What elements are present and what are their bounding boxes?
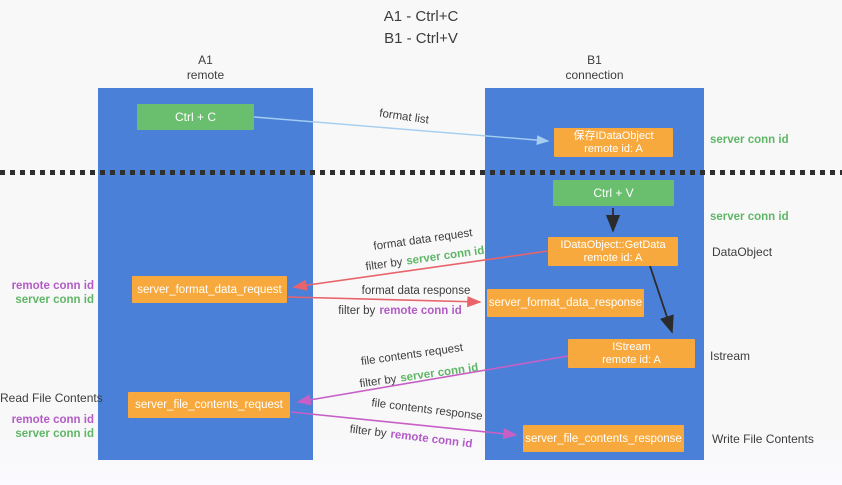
filter-by-prefix: filter by: [364, 256, 404, 274]
save-dataobject-line2: remote id: A: [584, 142, 643, 155]
istream-line1: IStream: [612, 340, 651, 353]
annotation-server-conn-id-left-bottom: server conn id: [15, 428, 94, 440]
save-dataobject-line1: 保存IDataObject: [573, 129, 654, 142]
ctrl-c-label: Ctrl + C: [174, 110, 216, 124]
filter-by-prefix: filter by: [358, 373, 398, 391]
server-format-data-request-label: server_format_data_request: [137, 283, 282, 296]
filter-by-prefix: filter by: [338, 305, 376, 317]
annotation-write-file-contents: Write File Contents: [712, 432, 814, 446]
server-format-data-response-label: server_format_data_response: [488, 297, 643, 309]
remote-conn-id-key: remote conn id: [389, 428, 474, 451]
lane-a-name: A1: [198, 53, 213, 67]
lane-a-role: remote: [186, 68, 225, 82]
edge-label-file-contents-request: file contents request: [360, 341, 464, 369]
annotation-remote-conn-id-top: remote conn id: [11, 280, 94, 292]
istream-node: IStream remote id: A: [568, 339, 695, 368]
annotation-dataobject: DataObject: [712, 245, 773, 259]
server-format-data-request-node: server_format_data_request: [132, 276, 287, 303]
filter-by-prefix: filter by: [348, 423, 388, 440]
lane-b-role: connection: [565, 68, 624, 82]
edge-label-format-list: format list: [378, 107, 430, 127]
server-file-contents-request-label: server_file_contents_request: [135, 399, 283, 411]
getdata-line2: remote id: A: [583, 251, 643, 264]
annotation-read-file-contents: Read File Contents: [0, 391, 103, 405]
server-file-contents-response-node: server_file_contents_response: [523, 425, 684, 452]
format-data-response-arrow: [287, 296, 482, 308]
istream-line2: remote id: A: [602, 353, 661, 366]
ctrl-v-label: Ctrl + V: [593, 186, 634, 200]
getdata-node: IDataObject::GetData remote id: A: [548, 237, 678, 266]
annotation-conn-ids-bottom: remote conn id server conn id: [0, 413, 94, 441]
title-line-2: B1 - Ctrl+V: [384, 30, 458, 47]
getdata-line1: IDataObject::GetData: [560, 238, 666, 251]
annotation-server-conn-id-top: server conn id: [710, 134, 789, 146]
annotation-server-conn-id-mid: server conn id: [710, 211, 789, 223]
ctrl-c-node: Ctrl + C: [137, 104, 254, 130]
diagram-title: A1 - Ctrl+C B1 - Ctrl+V: [0, 6, 842, 50]
remote-conn-id-key: remote conn id: [379, 305, 462, 317]
server-file-contents-request-node: server_file_contents_request: [128, 392, 290, 418]
annotation-server-conn-id-left-top: server conn id: [15, 294, 94, 306]
edge-label-format-data-response: format data response: [361, 285, 471, 297]
lane-b-name: B1: [587, 53, 602, 67]
ctrl-v-node: Ctrl + V: [553, 180, 674, 206]
title-line-1: A1 - Ctrl+C: [383, 8, 459, 25]
server-file-contents-response-label: server_file_contents_response: [525, 432, 682, 445]
annotation-istream: Istream: [710, 349, 751, 363]
lane-a-header: A1 remote: [98, 53, 313, 83]
machine-boundary-dotted-line: [0, 170, 842, 175]
server-format-data-response-node: server_format_data_response: [487, 289, 644, 317]
save-dataobject-node: 保存IDataObject remote id: A: [554, 128, 673, 157]
server-conn-id-key: server conn id: [399, 361, 480, 385]
annotation-remote-conn-id-bottom: remote conn id: [11, 414, 94, 426]
lane-b-header: B1 connection: [485, 53, 704, 83]
annotation-conn-ids-top: remote conn id server conn id: [0, 279, 94, 307]
edge-label-file-contents-response: file contents response: [370, 397, 484, 423]
server-conn-id-key: server conn id: [405, 244, 486, 268]
